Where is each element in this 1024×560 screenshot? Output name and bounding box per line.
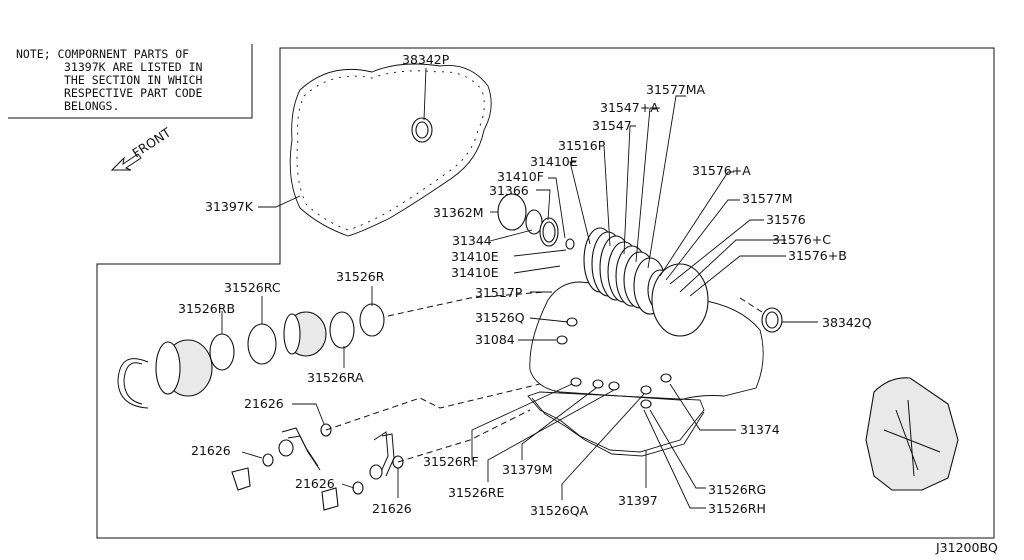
- connection-lines: [325, 291, 763, 463]
- callout-31577m: 31577M: [742, 191, 793, 206]
- callout-31526ra: 31526RA: [307, 370, 364, 385]
- callout-21626-4: 21626: [372, 501, 412, 516]
- callout-31084: 31084: [475, 332, 515, 347]
- callout-31526re: 31526RE: [448, 485, 504, 500]
- callout-labels: 38342P 31397K 31577MA 31547+A 31547 3151…: [178, 52, 872, 518]
- callout-31397k: 31397K: [205, 199, 254, 214]
- callout-31517p: 31517P: [475, 285, 523, 300]
- callout-31526qa: 31526QA: [530, 503, 589, 518]
- note-line-4: RESPECTIVE PART CODE: [64, 86, 203, 100]
- seal-38342p: [411, 117, 433, 143]
- oil-pan: [527, 391, 705, 453]
- callout-31576-c: 31576+C: [772, 232, 831, 247]
- callout-31362m: 31362M: [433, 205, 484, 220]
- callout-31516p: 31516P: [558, 138, 606, 153]
- note-box: NOTE; COMPORNENT PARTS OF 31397K ARE LIS…: [8, 44, 253, 119]
- leader-lines: [221, 67, 818, 509]
- note-line-1: NOTE; COMPORNENT PARTS OF: [16, 47, 189, 61]
- piston-parts: [497, 193, 575, 250]
- accumulator-parts: [117, 303, 385, 409]
- callout-31576: 31576: [766, 212, 806, 227]
- callout-31576-a: 31576+A: [692, 163, 751, 178]
- callout-21626-2: 21626: [191, 443, 231, 458]
- note-line-2: 31397K ARE LISTED IN: [64, 60, 203, 74]
- rubber-plugs: [556, 317, 672, 409]
- oil-pan-gasket: [289, 63, 492, 237]
- assembly-frame: [96, 47, 995, 539]
- front-arrow-icon: FRONT: [110, 124, 174, 171]
- callout-31576-b: 31576+B: [788, 248, 847, 263]
- callout-31374: 31374: [740, 422, 780, 437]
- callout-31410e-2: 31410E: [451, 249, 499, 264]
- callout-31410f: 31410F: [497, 169, 544, 184]
- callout-38342q: 38342Q: [822, 315, 872, 330]
- callout-31526r: 31526R: [336, 269, 385, 284]
- note-line-3: THE SECTION IN WHICH: [64, 73, 203, 87]
- callout-31366: 31366: [489, 183, 529, 198]
- note-line-5: BELONGS.: [64, 99, 119, 113]
- seal-38342q: [761, 307, 783, 333]
- callout-21626-1: 21626: [244, 396, 284, 411]
- callout-31547-a: 31547+A: [600, 100, 659, 115]
- callout-31577ma: 31577MA: [646, 82, 706, 97]
- callout-31526rc: 31526RC: [224, 280, 281, 295]
- callout-21626-3: 21626: [295, 476, 335, 491]
- callout-31397: 31397: [618, 493, 658, 508]
- callout-31526q: 31526Q: [475, 310, 525, 325]
- callout-31526rg: 31526RG: [708, 482, 766, 497]
- callout-31526rf: 31526RF: [423, 454, 479, 469]
- callout-31526rh: 31526RH: [708, 501, 766, 516]
- callout-31410e-3: 31410E: [451, 265, 499, 280]
- transmission-case: [865, 377, 959, 491]
- callout-31547: 31547: [592, 118, 632, 133]
- callout-38342p: 38342P: [402, 52, 450, 67]
- callout-31344: 31344: [452, 233, 492, 248]
- callout-31526rb: 31526RB: [178, 301, 235, 316]
- diagram-code: J31200BQ: [935, 540, 998, 555]
- cooler-pipes: [231, 423, 404, 511]
- clutch-disc-stack: [583, 227, 709, 337]
- front-label: FRONT: [129, 124, 173, 160]
- callout-31410e-1: 31410E: [530, 154, 578, 169]
- callout-31379m: 31379M: [502, 462, 553, 477]
